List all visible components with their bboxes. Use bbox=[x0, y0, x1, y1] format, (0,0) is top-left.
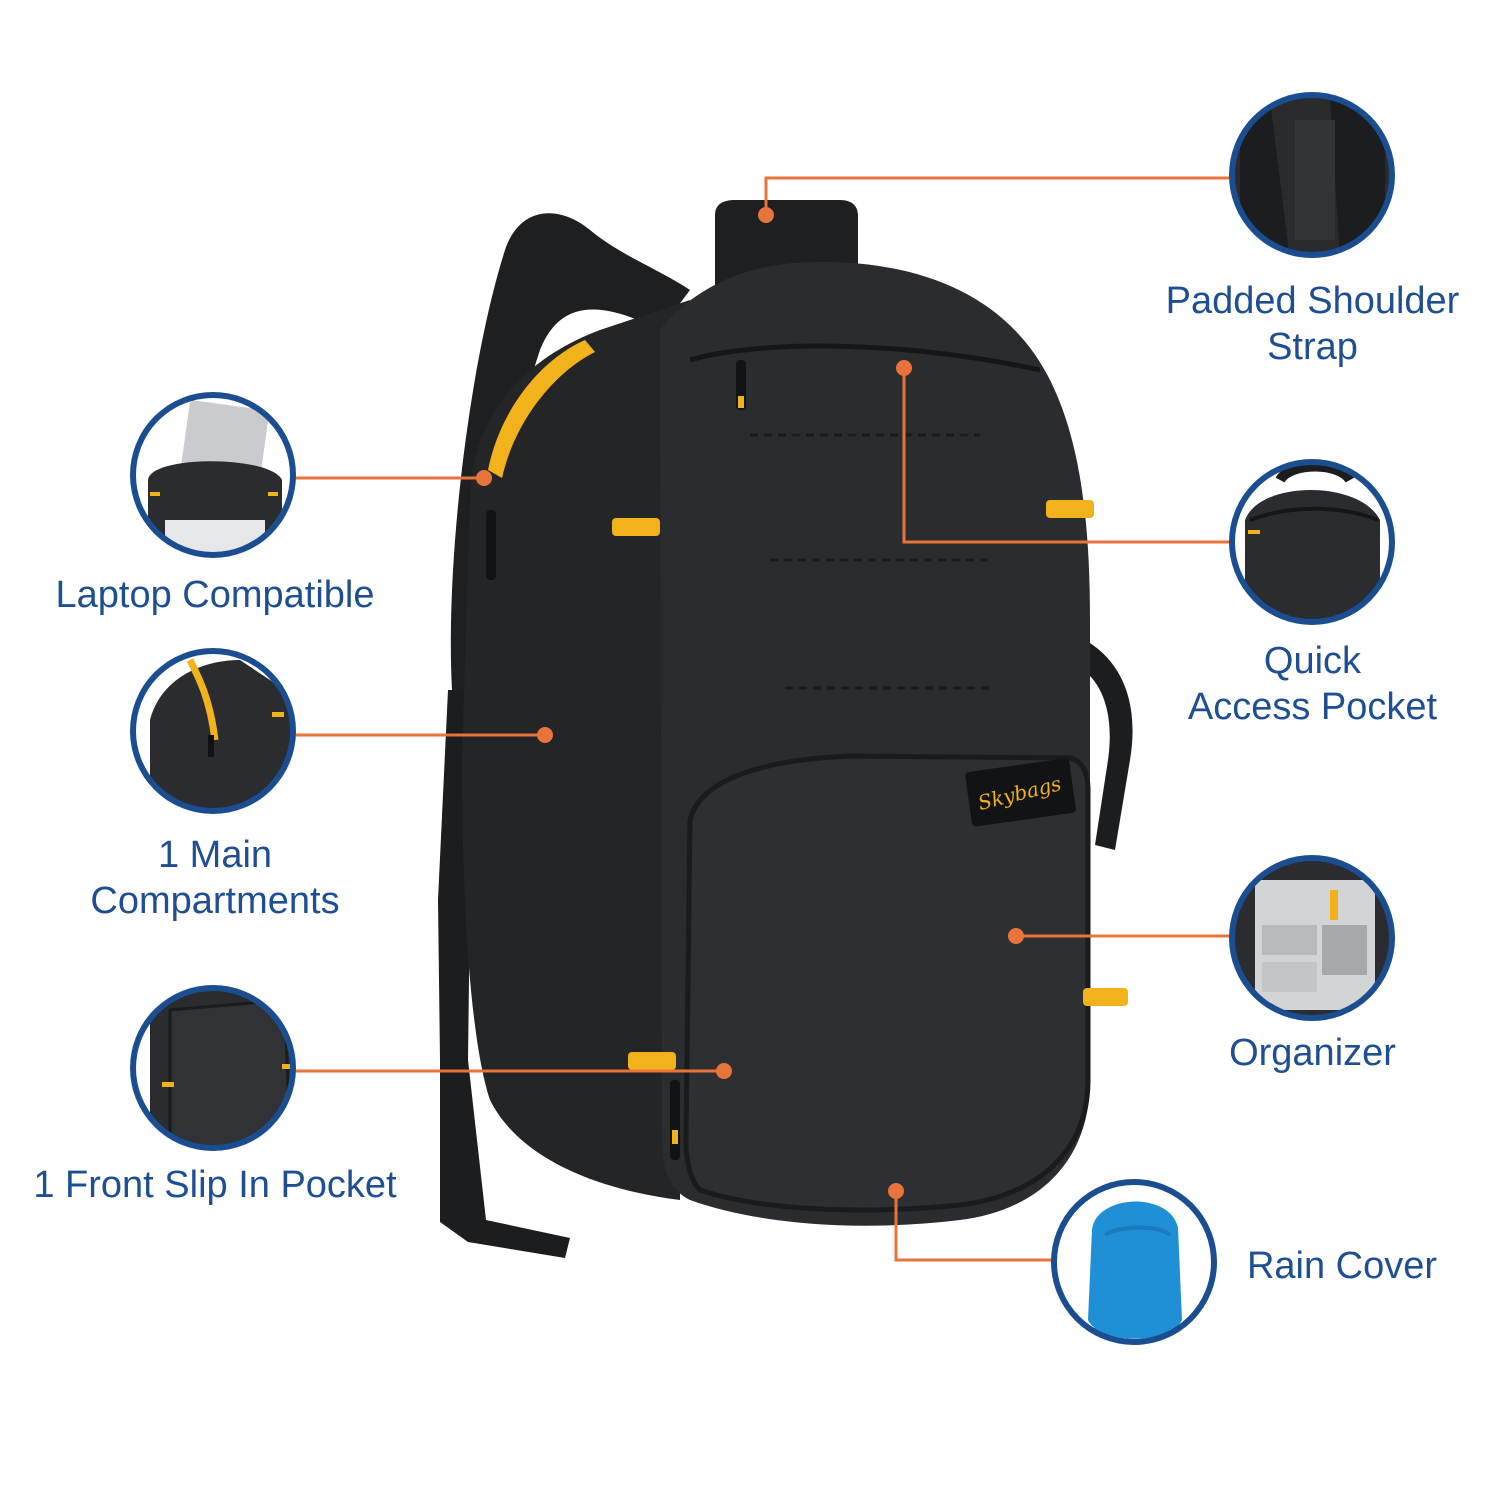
leader-line-rain bbox=[894, 1191, 1054, 1262]
rain-cover-label: Rain Cover bbox=[1246, 1245, 1438, 1287]
quick-access-pocket-label: Quick Access Pocket bbox=[1187, 640, 1438, 728]
backpack-product-photo: Skybags bbox=[438, 200, 1133, 1258]
organizer-photo bbox=[1229, 855, 1395, 1021]
main-compartment-label: 1 Main Compartments bbox=[90, 834, 340, 922]
left-shoulder-strap bbox=[450, 213, 690, 690]
leader-line-strap bbox=[764, 176, 1232, 215]
organizer-label: Organizer bbox=[1229, 1032, 1396, 1074]
zipper-pulls bbox=[486, 360, 746, 1160]
laptop-compatible-label: Laptop Compatible bbox=[55, 574, 375, 616]
laptop-compartment-photo bbox=[130, 392, 296, 558]
main-compartment-photo bbox=[130, 648, 296, 814]
leader-line-quick bbox=[902, 368, 1232, 544]
yellow-pull-tabs bbox=[612, 500, 1128, 1070]
front-pocket bbox=[683, 753, 1091, 1213]
brand-badge: Skybags bbox=[965, 758, 1076, 827]
yellow-zipper-trim bbox=[488, 340, 595, 478]
leader-dots bbox=[476, 207, 1024, 1199]
front-slip-pocket-label: 1 Front Slip In Pocket bbox=[33, 1164, 397, 1206]
padded-shoulder-strap-label: Padded Shoulder Strap bbox=[1165, 280, 1460, 368]
leader-lines bbox=[295, 176, 1232, 1262]
right-side-strap bbox=[1080, 640, 1133, 850]
quick-pocket-seam bbox=[689, 343, 1041, 373]
padded-shoulder-strap-photo bbox=[1229, 92, 1395, 258]
rain-cover-photo bbox=[1051, 1179, 1217, 1345]
front-slip-pocket-photo bbox=[130, 985, 296, 1151]
quick-access-pocket-photo bbox=[1229, 459, 1395, 625]
